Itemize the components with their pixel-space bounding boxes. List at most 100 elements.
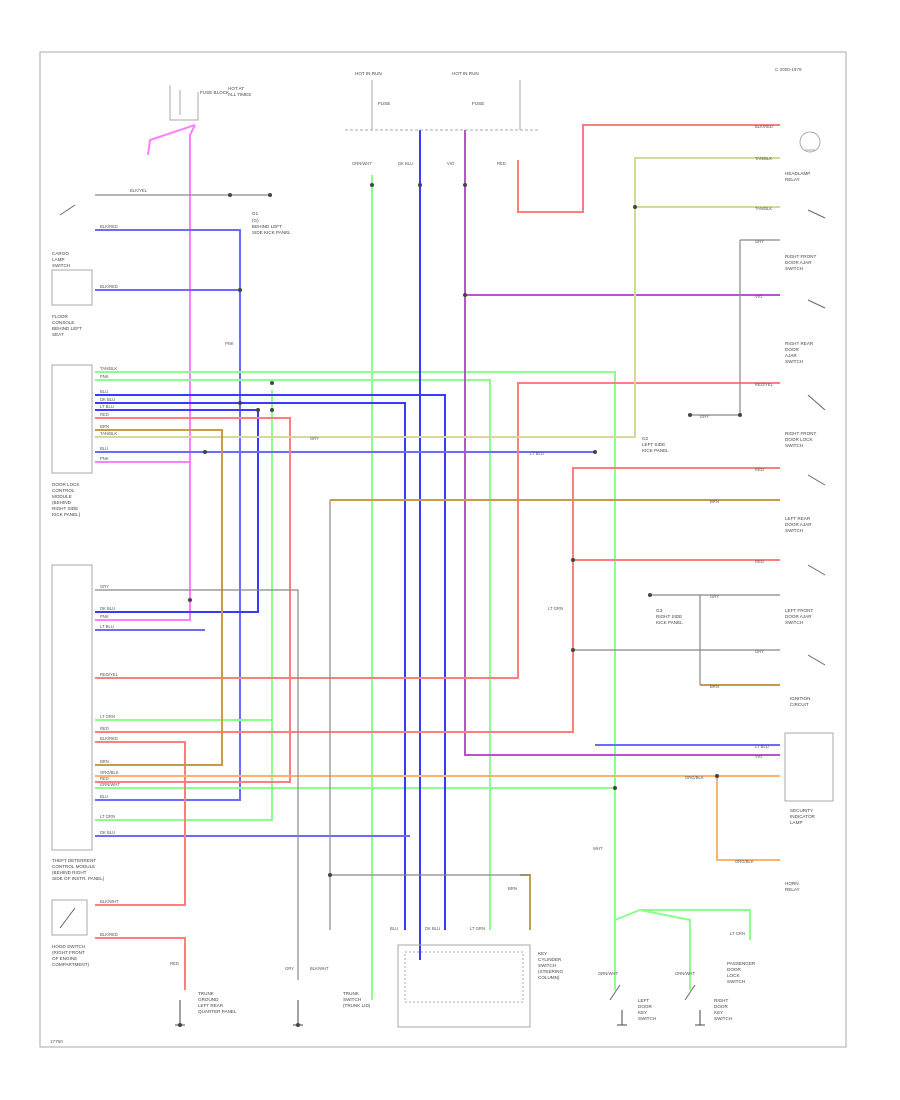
label-right-door-key-1: RIGHT xyxy=(714,998,728,1003)
wire-label: GRY xyxy=(755,649,764,654)
label-fuse-b: FUSE xyxy=(472,101,484,106)
label-g2-3: KICK PANEL xyxy=(642,448,669,453)
junction-dot xyxy=(228,193,232,197)
label-left-door-key-2: DOOR xyxy=(638,1004,652,1009)
wire-green-8 xyxy=(639,909,691,990)
wire-label: DK BLU xyxy=(100,830,115,835)
label-fuse-note-1: HOT AT xyxy=(228,86,244,91)
wire-label: GRY xyxy=(310,436,319,441)
wire-green-6 xyxy=(614,909,751,940)
wire-green-9 xyxy=(95,720,273,821)
label-rr-door-1: RIGHT REAR xyxy=(785,341,814,346)
label-lr-ajar-2: DOOR AJAR xyxy=(785,522,812,527)
label-trunk-switch-2: SWITCH xyxy=(343,997,361,1002)
wire-label: DK BLU xyxy=(425,926,440,931)
wire-green-4 xyxy=(95,390,273,721)
wire-label: BLK/RED xyxy=(100,932,118,937)
wire-label: GRN/WHT xyxy=(352,161,372,166)
label-lr-ajar-3: SWITCH xyxy=(785,528,803,533)
label-cargo-3: SWITCH xyxy=(52,263,70,268)
wire-label: GRN/WHT xyxy=(675,971,695,976)
wire-label: LT GRN xyxy=(100,714,115,719)
wire-label: VIO xyxy=(447,161,455,166)
label-rf-lock-2: DOOR LOCK xyxy=(785,437,814,442)
wire-label: RED xyxy=(497,161,506,166)
wire-label: LT GRN xyxy=(100,814,115,819)
junction-dot xyxy=(571,648,575,652)
wire-red-d xyxy=(95,741,186,906)
label-left-door-key-3: KEY xyxy=(638,1010,647,1015)
label-g3-1: G3 xyxy=(656,608,663,613)
junction-dot xyxy=(370,183,374,187)
label-right-door-key-4: SWITCH xyxy=(714,1016,732,1021)
junction-dot xyxy=(296,1023,300,1027)
label-key-cyl-2: CYLINDER xyxy=(538,957,562,962)
wire-label: RED xyxy=(755,559,764,564)
junction-dot xyxy=(268,193,272,197)
left-door-key-switch xyxy=(609,984,621,1001)
wire-tan-a xyxy=(95,157,780,438)
wire-label: BLU xyxy=(390,926,398,931)
label-rf-ajar-3: SWITCH xyxy=(785,266,803,271)
wire-gray-b xyxy=(95,589,299,980)
label-trunk-ground-3: LEFT REAR xyxy=(198,1003,224,1008)
label-g3-2: RIGHT SIDE xyxy=(656,614,682,619)
label-rr-door-4: SWITCH xyxy=(785,359,803,364)
corner-code: C 2000-1979 xyxy=(775,67,802,72)
junction-dot xyxy=(238,401,242,405)
wire-label: RED xyxy=(170,961,179,966)
cargo-switch-box xyxy=(51,269,93,306)
wire-label: LT BLU xyxy=(530,451,544,456)
junction-dot xyxy=(178,1023,182,1027)
wires xyxy=(95,124,780,1000)
label-passenger-3: LOCK xyxy=(727,973,740,978)
diagram-frame xyxy=(39,51,847,1048)
wire-pink-lower xyxy=(95,420,191,463)
label-cargo-note-1: FLOOR xyxy=(52,314,69,319)
label-fuse-note-2: ALL TIMES xyxy=(228,92,251,97)
label-key-cyl-4: (STEERING xyxy=(538,969,563,974)
label-ground-note-2: BEHIND LEFT xyxy=(252,224,282,229)
label-door-lock-4: (BEHIND xyxy=(52,500,72,505)
label-trunk-switch-3: (TRUNK LID) xyxy=(343,1003,371,1008)
wire-label: LT GRN xyxy=(730,931,745,936)
wire-label: RED xyxy=(100,412,109,417)
label-theft-3: (BEHIND RIGHT xyxy=(52,870,87,875)
wire-label: BRN xyxy=(710,684,719,689)
label-trunk-ground-1: TRUNK xyxy=(198,991,215,996)
label-horn-2: RELAY xyxy=(785,887,800,892)
wire-label: DK BLU xyxy=(100,606,115,611)
wire-gray-c xyxy=(690,240,741,416)
components xyxy=(51,80,834,1028)
label-fuse-a: FUSE xyxy=(378,101,390,106)
wire-label: LT BLU xyxy=(755,744,769,749)
wire-label: BLK/WHT xyxy=(310,966,329,971)
junction-dot xyxy=(648,593,652,597)
label-trunk-switch-1: TRUNK xyxy=(343,991,360,996)
label-hot-run-left: HOT IN RUN xyxy=(355,71,382,76)
wire-label: GRN/WHT xyxy=(100,782,120,787)
junction-dot xyxy=(463,183,467,187)
label-lf-ajar-2: DOOR AJAR xyxy=(785,614,812,619)
trunk-switch xyxy=(807,654,826,666)
junction-dot xyxy=(688,413,692,417)
label-left-door-key-1: LEFT xyxy=(638,998,649,1003)
label-passenger-4: SWITCH xyxy=(727,979,745,984)
key-cylinder-inner xyxy=(404,951,524,1003)
label-lr-ajar-1: LEFT REAR xyxy=(785,516,811,521)
label-theft-4: SIDE OF INSTR. PANEL) xyxy=(52,876,105,881)
wire-green-3 xyxy=(95,379,491,930)
ground-left xyxy=(175,1000,185,1026)
wire-label: GRN/WHT xyxy=(598,971,618,976)
rf-ajar-switch xyxy=(807,209,826,219)
wire-brown-a xyxy=(95,429,223,766)
wire-label: PNK xyxy=(100,374,109,379)
label-trunk-ground-4: QUARTER PANEL xyxy=(198,1009,237,1014)
cargo-switch-contact xyxy=(59,204,76,216)
wire-blue-cargo xyxy=(95,229,241,801)
label-theft-2: CONTROL MODULE xyxy=(52,864,95,869)
wire-green-2 xyxy=(95,371,616,920)
label-cargo-note-2: CONSOLE xyxy=(52,320,74,325)
label-cargo-note-4: SEAT xyxy=(52,332,64,337)
